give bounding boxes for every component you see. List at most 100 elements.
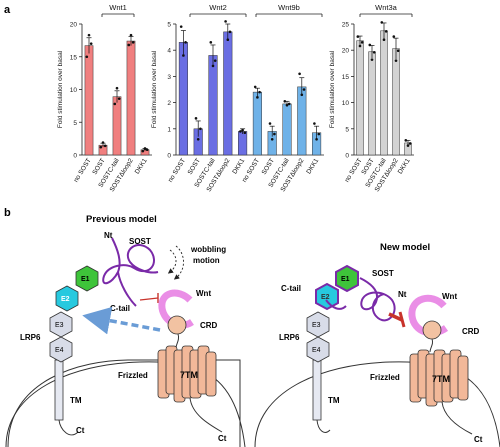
data-point-2-1-2	[372, 50, 376, 54]
crd-ball-left	[167, 315, 187, 335]
category-label-1-4: DKK1	[231, 157, 246, 175]
data-point-1-9-1	[315, 137, 318, 141]
ctail-label-left: C-tail	[110, 304, 130, 313]
data-point-1-9-2	[317, 132, 321, 136]
inhibit-arrow-left	[139, 297, 159, 301]
data-point-0-4-1	[143, 147, 147, 150]
data-point-2-0-1	[358, 44, 362, 48]
cell-outline-right	[254, 361, 500, 447]
bar-1-7	[282, 103, 292, 156]
previous-model-diagram: Previous model TM Ct E4 E3 E2 E1 LRP6 Nt…	[5, 214, 246, 447]
data-point-1-6-0	[268, 122, 272, 125]
data-point-1-2-0	[209, 41, 213, 44]
e4-label-left: E4	[55, 347, 64, 354]
crd-ball-right	[422, 320, 442, 340]
bar-1-3	[223, 31, 233, 156]
lrp6-tail-left	[58, 419, 79, 436]
y-tick-label-2: 20	[342, 48, 350, 55]
category-label-1-6: SOST	[261, 157, 276, 176]
chart-title-2-0: Wnt3a	[375, 3, 398, 12]
y-axis-label-0: Fold stimulation over basal	[57, 50, 64, 128]
data-point-1-5-0	[253, 85, 257, 89]
data-point-2-2-0	[380, 21, 384, 24]
y-tick-label-0: 0	[73, 153, 77, 160]
data-point-0-3-1	[129, 33, 133, 37]
wnt-label-right: Wnt	[442, 292, 457, 301]
sost-label-left: SOST	[129, 237, 151, 246]
y-tick-label-1: 4	[167, 48, 171, 55]
ctail-label-right: C-tail	[281, 284, 301, 293]
data-point-2-0-0	[356, 35, 360, 38]
chart-title-0-0: Wnt1	[109, 3, 127, 12]
sost-ribbon-left	[102, 237, 159, 307]
frizzled-label-right: Frizzled	[370, 373, 400, 382]
bar-1-5	[252, 91, 262, 156]
frizzled-label-left: Frizzled	[118, 371, 148, 380]
category-label-0-0: no SOST	[73, 157, 93, 183]
data-point-1-6-1	[270, 137, 274, 141]
e1-label-left: E1	[81, 276, 90, 283]
category-label-1-1: SOST	[187, 157, 202, 176]
data-point-2-3-1	[394, 59, 398, 62]
data-point-2-4-1	[406, 144, 410, 147]
nt-label-left: Nt	[104, 231, 113, 240]
bar-2-1	[368, 51, 376, 156]
wobble-arrow-2	[173, 245, 184, 280]
data-point-1-2-1	[211, 64, 215, 68]
data-point-2-4-2	[408, 142, 412, 145]
bar-1-4	[238, 131, 248, 156]
y-tick-label-0: 20	[70, 22, 78, 29]
binding-arrow-left	[82, 306, 161, 335]
data-point-2-1-0	[368, 43, 372, 47]
data-point-1-0-2	[184, 41, 187, 44]
data-point-1-3-2	[228, 30, 232, 34]
e3-label-left: E3	[55, 322, 64, 329]
data-point-1-3-1	[226, 38, 230, 42]
data-point-1-5-2	[258, 90, 261, 94]
e3-domain-right	[306, 311, 330, 338]
seven-tm-label-right: 7TM	[432, 374, 450, 384]
y-tick-label-2: 25	[342, 22, 350, 29]
y-tick-label-1: 5	[167, 22, 171, 29]
motion-label: motion	[193, 256, 220, 265]
data-point-1-9-0	[313, 122, 316, 125]
inhibit-arrow-right	[388, 312, 403, 322]
y-tick-label-0: 15	[70, 54, 78, 61]
data-point-1-2-2	[213, 59, 217, 62]
e1-label-right: E1	[341, 276, 350, 283]
data-point-1-3-0	[224, 20, 227, 23]
y-tick-label-2: 5	[345, 126, 349, 133]
data-point-0-2-0	[113, 102, 117, 106]
nt-label-right: Nt	[398, 290, 407, 299]
data-point-0-0-2	[89, 42, 93, 45]
y-tick-label-0: 5	[73, 120, 77, 127]
data-point-1-0-0	[179, 25, 183, 28]
data-point-0-2-2	[117, 97, 121, 100]
data-point-2-3-2	[396, 49, 400, 53]
e1-domain-left	[75, 265, 99, 292]
category-label-2-4: DKK1	[397, 157, 412, 175]
crd-label-right: CRD	[462, 327, 480, 336]
lrp6-stalk-right	[312, 359, 322, 421]
category-label-0-4: DKK1	[134, 157, 149, 175]
tm-label-left: TM	[70, 396, 82, 405]
lrp6-label-right: LRP6	[279, 333, 300, 342]
previous-model-title: Previous model	[86, 214, 157, 225]
y-axis-label-2: Fold stimulation over basal	[329, 50, 336, 128]
new-model-title: New model	[380, 242, 430, 253]
bar-2-0	[356, 40, 364, 156]
chart-title-1-1: Wnt9b	[278, 3, 300, 12]
data-point-1-8-1	[300, 93, 304, 97]
data-point-0-0-0	[85, 55, 89, 59]
data-point-1-1-0	[194, 117, 198, 120]
wnt-label-left: Wnt	[196, 289, 211, 298]
e2-domain-right	[315, 282, 339, 311]
sost-ribbon-right	[325, 277, 396, 322]
tm-label-right: TM	[328, 396, 340, 405]
data-point-1-4-1	[241, 128, 244, 132]
data-point-1-7-1	[285, 103, 289, 107]
data-point-0-3-2	[131, 41, 135, 44]
frizzled-right	[409, 338, 473, 435]
